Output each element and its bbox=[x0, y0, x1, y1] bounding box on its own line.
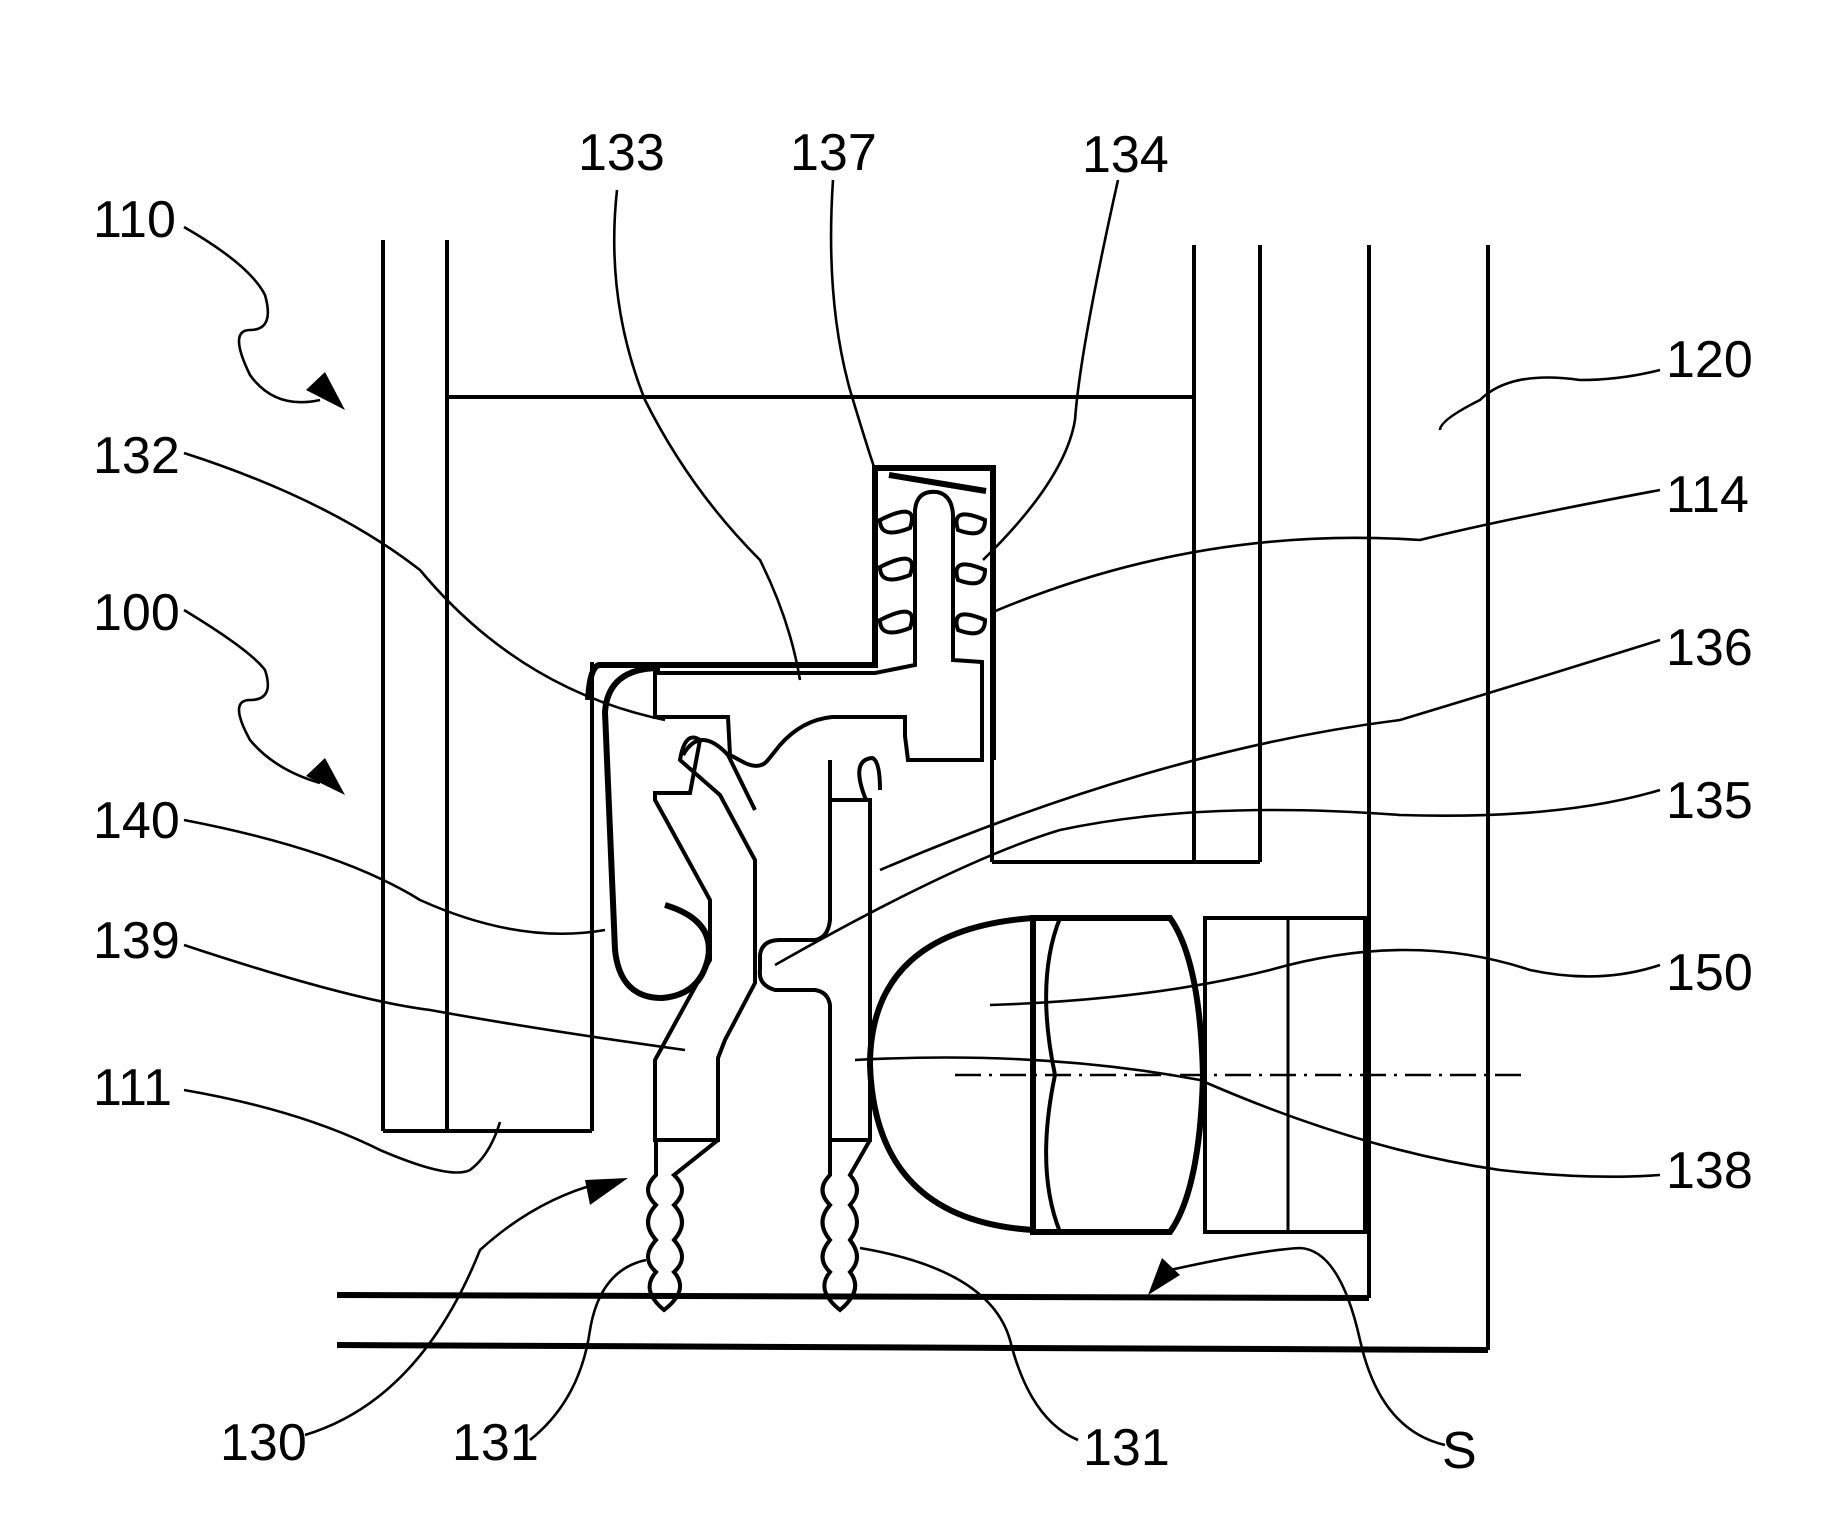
contacts-131 bbox=[646, 1138, 872, 1313]
clip-140 bbox=[601, 665, 712, 1002]
label-138: 138 bbox=[1666, 1142, 1753, 1200]
label-150: 150 bbox=[1666, 944, 1753, 1002]
arrow-100 bbox=[183, 608, 345, 795]
label-140: 140 bbox=[93, 792, 180, 850]
label-120: 120 bbox=[1666, 331, 1753, 389]
label-100: 100 bbox=[93, 584, 180, 642]
latch-body-133 bbox=[653, 489, 984, 768]
label-S: S bbox=[1442, 1422, 1477, 1480]
housing-110 bbox=[381, 240, 1194, 1133]
spring-134 bbox=[877, 509, 988, 636]
label-131-left: 131 bbox=[452, 1414, 539, 1472]
label-139: 139 bbox=[93, 912, 180, 970]
label-136: 136 bbox=[1666, 619, 1753, 677]
leader-lines bbox=[183, 179, 1661, 1442]
label-131-right: 131 bbox=[1083, 1419, 1170, 1477]
arrow-110 bbox=[183, 225, 345, 410]
label-133: 133 bbox=[578, 124, 665, 182]
label-135: 135 bbox=[1666, 772, 1753, 830]
arrow-S bbox=[1148, 1246, 1446, 1447]
label-137: 137 bbox=[790, 124, 877, 182]
lens-150 bbox=[866, 915, 1525, 1235]
label-114: 114 bbox=[1666, 466, 1749, 524]
latch-arm-138 bbox=[757, 755, 882, 1142]
label-111: 111 bbox=[93, 1059, 172, 1117]
reference-labels: 110 133 137 134 120 132 114 100 136 135 … bbox=[93, 124, 1753, 1480]
label-110: 110 bbox=[93, 191, 176, 249]
label-134: 134 bbox=[1082, 126, 1169, 184]
label-130: 130 bbox=[220, 1414, 307, 1472]
arrow-130 bbox=[304, 1178, 628, 1437]
label-132: 132 bbox=[93, 427, 180, 485]
